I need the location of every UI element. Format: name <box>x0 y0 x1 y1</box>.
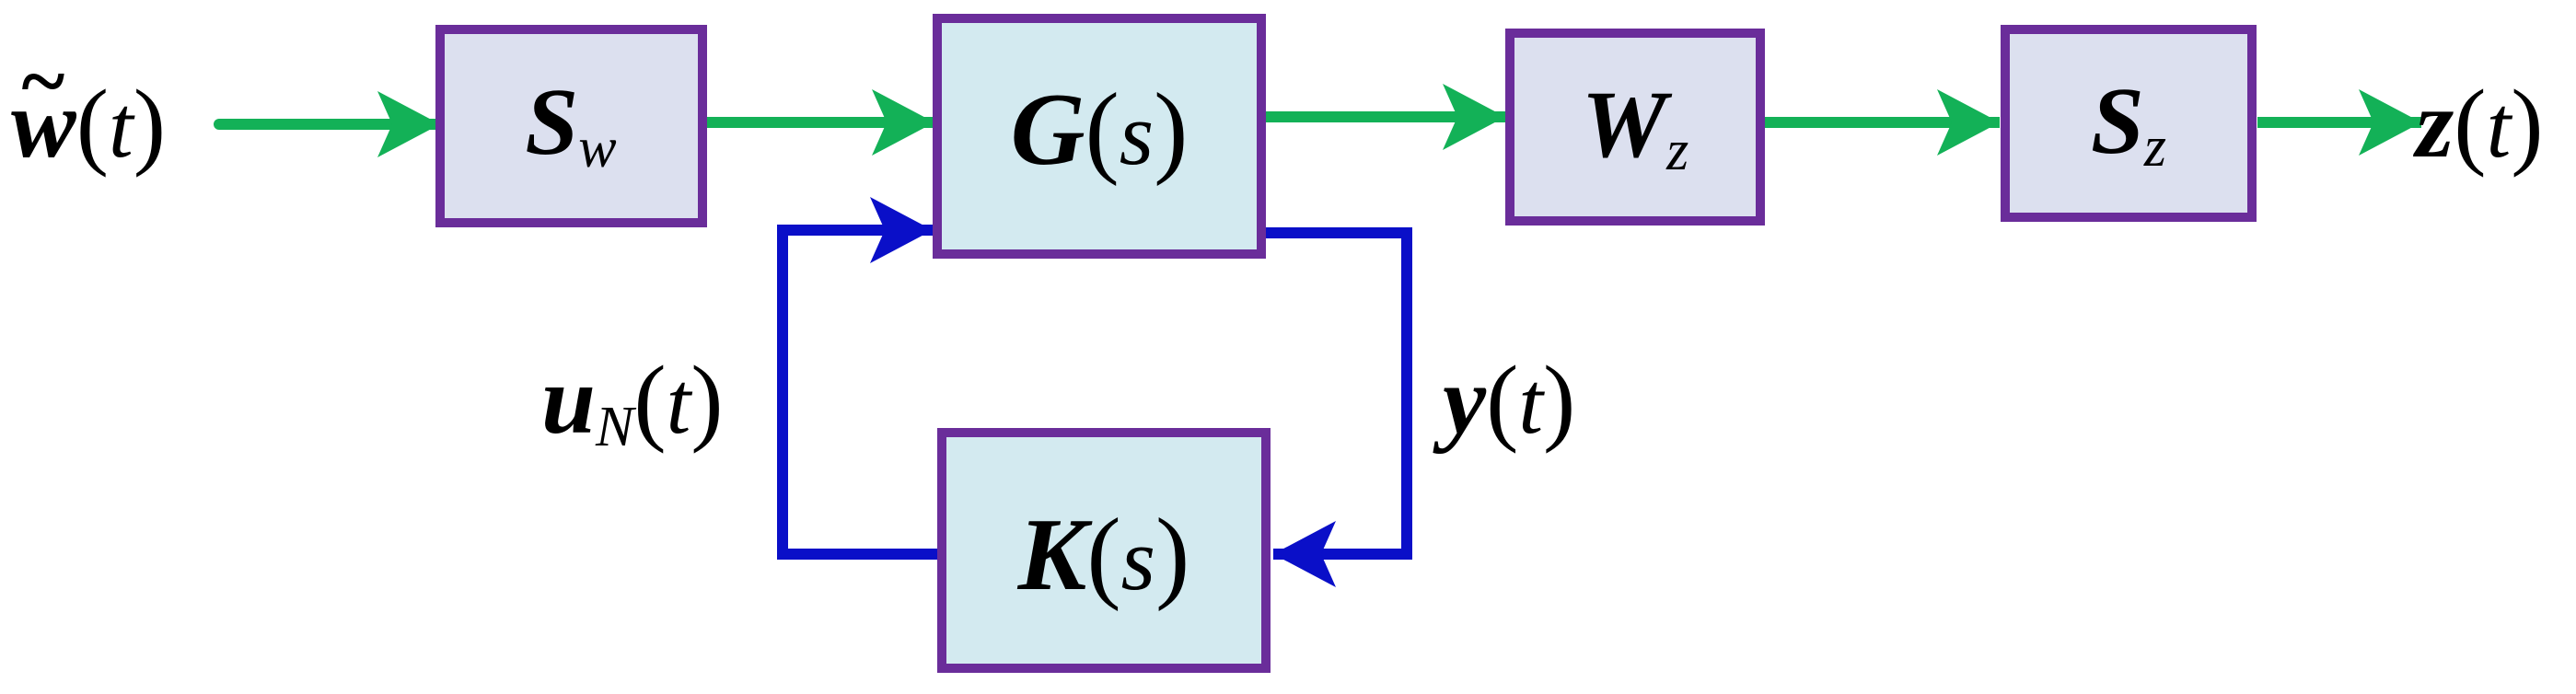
label-sw: Sw <box>525 69 616 179</box>
label-k-of-s: K(s) <box>1017 498 1190 612</box>
feedback-line-g-to-k <box>1263 227 1412 587</box>
label-sz: Sz <box>2091 68 2166 179</box>
block-input-scaling <box>435 25 707 227</box>
block-controller <box>937 428 1271 673</box>
label-g-of-s: G(s) <box>1011 73 1189 187</box>
signal-label-output: z(t) <box>2413 70 2544 178</box>
block-weight <box>1505 29 1765 226</box>
feedback-line-k-to-g <box>777 197 939 560</box>
input-label: w(t) <box>11 70 166 178</box>
signal-label-measurement: y(t) <box>1433 346 1575 454</box>
label-wz: Wz <box>1582 72 1689 182</box>
signal-label-input: ~ w(t) <box>11 36 166 178</box>
block-output-scaling <box>2001 25 2257 222</box>
input-tilde: ~ <box>18 36 65 127</box>
signal-label-control: uN(t) <box>541 346 724 458</box>
block-plant <box>933 14 1266 259</box>
